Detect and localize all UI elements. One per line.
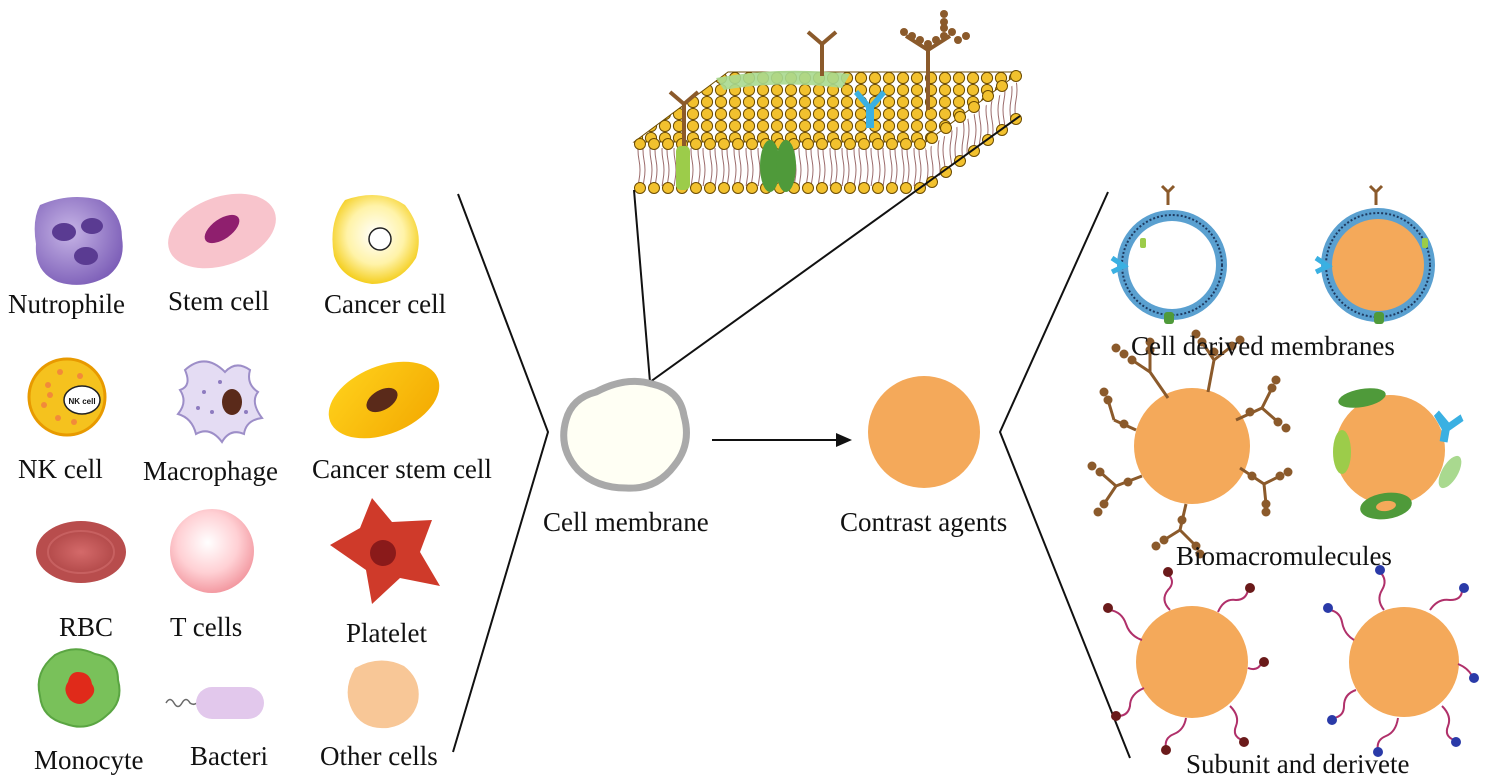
protein-nanoparticle-icon [1333, 388, 1464, 520]
arrow-icon [712, 433, 852, 447]
label-cell-membrane: Cell membrane [543, 507, 709, 537]
membrane-vesicle-icon [1110, 184, 1227, 324]
label-nutrophile: Nutrophile [8, 289, 125, 319]
nutrophile-icon [34, 196, 123, 285]
glycan-nanoparticle-icon [1087, 329, 1293, 559]
label-contrast-agents: Contrast agents [840, 507, 1008, 537]
lipid-bilayer-icon [632, 10, 1022, 383]
cell-membrane-icon [560, 377, 690, 492]
label-cell-derived-membranes: Cell derived membranes [1131, 331, 1395, 361]
cancer-cell-icon [332, 195, 419, 284]
monocyte-icon [37, 648, 121, 728]
rbc-icon [36, 521, 126, 583]
contrast-agent-icon [868, 376, 980, 488]
label-platelet: Platelet [346, 618, 427, 648]
ligand-nanoparticle-icon-dark [1103, 567, 1269, 755]
platelet-icon [330, 498, 440, 604]
left-bracket [452, 193, 550, 753]
coated-nanoparticle-icon [1314, 184, 1435, 324]
label-macrophage: Macrophage [143, 456, 278, 486]
right-bracket [998, 191, 1131, 759]
label-stem-cell: Stem cell [168, 286, 270, 316]
macrophage-icon [176, 360, 264, 444]
stem-cell-icon [168, 193, 276, 269]
label-monocyte: Monocyte [34, 745, 144, 775]
nk-cell-icon: NK cell [27, 357, 107, 437]
ligand-nanoparticle-icon-blue [1323, 565, 1479, 757]
label-other-cells: Other cells [320, 741, 438, 771]
cancer-stem-cell-icon [328, 361, 440, 439]
bacteria-icon [165, 687, 264, 719]
label-cancer-cell: Cancer cell [324, 289, 447, 319]
label-biomacromolecules: Biomacromulecules [1176, 541, 1392, 571]
label-nk-cell: NK cell [18, 454, 103, 484]
t-cell-icon [170, 509, 254, 593]
nk-cell-inner-label: NK cell [68, 397, 95, 406]
other-cell-icon [347, 660, 419, 729]
label-bacteri: Bacteri [190, 741, 268, 771]
label-t-cells: T cells [170, 612, 243, 642]
label-cancer-stem-cell: Cancer stem cell [312, 454, 492, 484]
label-subunit-and-derivative: Subunit and derivete [1186, 749, 1410, 779]
label-rbc: RBC [59, 612, 114, 642]
